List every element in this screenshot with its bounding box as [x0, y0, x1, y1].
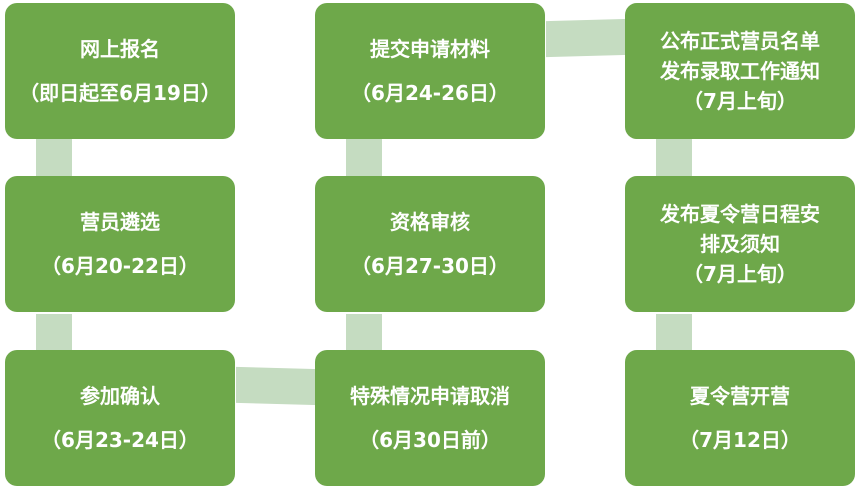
step-participation-confirmation: 参加确认 （6月23-24日） — [5, 350, 235, 486]
step-publish-schedule: 发布夏令营日程安 排及须知 （7月上旬） — [625, 176, 855, 312]
step-date: （7月上旬） — [683, 89, 797, 113]
step-date: （7月上旬） — [683, 262, 797, 286]
connector-step4-step5 — [346, 314, 382, 351]
step-title: 夏令营开营 — [690, 384, 790, 408]
step-date: （即日起至6月19日） — [19, 81, 221, 105]
connector-step6-step7 — [546, 18, 628, 58]
step-title: 发布夏令营日程安 — [660, 202, 820, 226]
step-date: （6月27-30日） — [351, 254, 509, 278]
connector-step3-step4 — [236, 366, 318, 406]
step-date: （6月24-26日） — [351, 81, 509, 105]
step-title: 公布正式营员名单 — [660, 29, 820, 53]
step-title: 参加确认 — [80, 384, 160, 408]
step-camper-selection: 营员遴选 （6月20-22日） — [5, 176, 235, 312]
step-date: （6月30日前） — [359, 428, 501, 452]
connector-step7-step8 — [656, 139, 692, 176]
step-title: 特殊情况申请取消 — [350, 384, 510, 408]
step-title-line2: 发布录取工作通知 — [660, 59, 820, 83]
step-submit-materials: 提交申请材料 （6月24-26日） — [315, 3, 545, 139]
step-online-registration: 网上报名 （即日起至6月19日） — [5, 3, 235, 139]
step-qualification-review: 资格审核 （6月27-30日） — [315, 176, 545, 312]
step-date: （6月20-22日） — [41, 254, 199, 278]
connector-step8-step9 — [656, 314, 692, 351]
step-date: （6月23-24日） — [41, 428, 199, 452]
step-title-line2: 排及须知 — [700, 232, 780, 256]
step-title: 营员遴选 — [80, 210, 160, 234]
connector-step2-step3 — [36, 314, 72, 351]
step-title: 网上报名 — [80, 37, 160, 61]
step-title: 提交申请材料 — [370, 37, 490, 61]
step-title: 资格审核 — [390, 210, 470, 234]
connector-step1-step2 — [36, 139, 72, 176]
step-special-cancellation: 特殊情况申请取消 （6月30日前） — [315, 350, 545, 486]
connector-step5-step6 — [346, 139, 382, 176]
step-date: （7月12日） — [679, 428, 801, 452]
step-camp-opening: 夏令营开营 （7月12日） — [625, 350, 855, 486]
step-publish-list: 公布正式营员名单 发布录取工作通知 （7月上旬） — [625, 3, 855, 139]
